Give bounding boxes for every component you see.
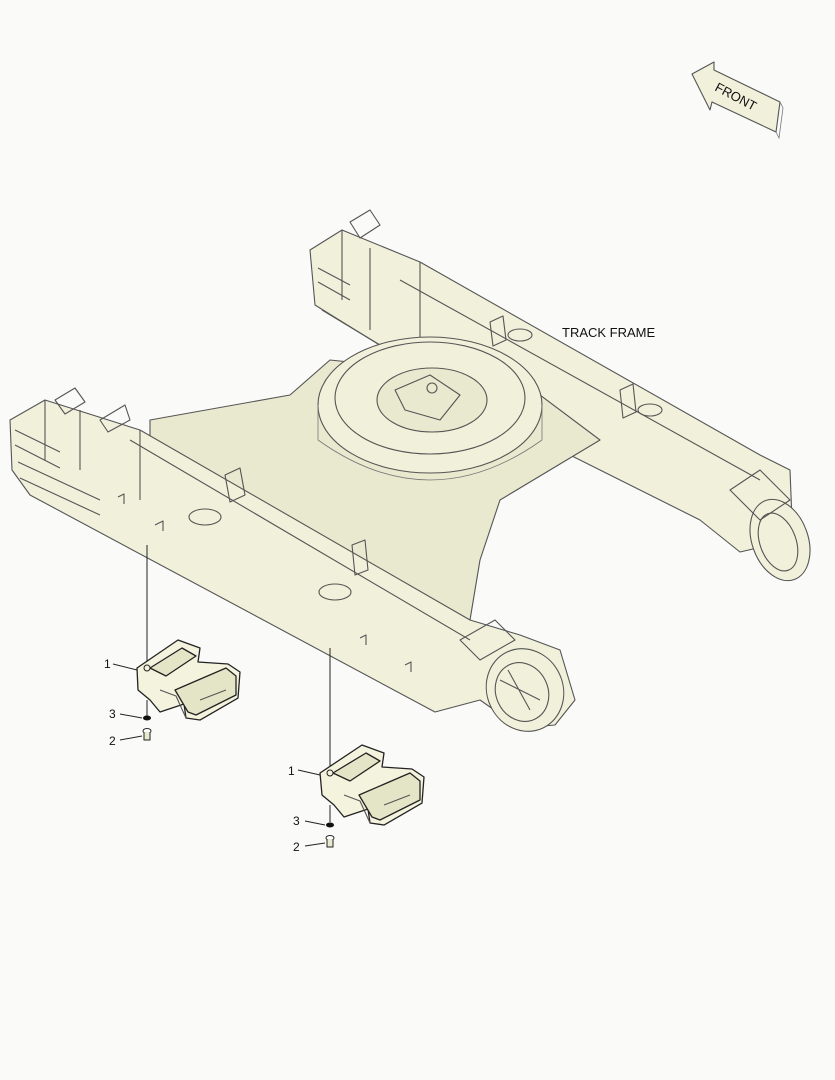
lower-bolt bbox=[325, 835, 335, 848]
track-frame-label: TRACK FRAME bbox=[562, 325, 656, 340]
callout-part-1-upper: 1 bbox=[104, 657, 111, 671]
front-arrow: FRONT bbox=[691, 61, 784, 140]
upper-washer bbox=[143, 715, 151, 721]
upper-track-guard bbox=[136, 639, 241, 721]
upper-bolt bbox=[142, 728, 152, 741]
upper-callouts: 1 3 2 bbox=[104, 657, 143, 748]
callout-bolt-2-lower: 2 bbox=[293, 840, 300, 854]
lower-track-guard bbox=[319, 744, 425, 826]
callout-washer-3-lower: 3 bbox=[293, 814, 300, 828]
lower-washer bbox=[326, 822, 334, 828]
callout-bolt-2-upper: 2 bbox=[109, 734, 116, 748]
track-frame bbox=[9, 209, 811, 732]
callout-part-1-lower: 1 bbox=[288, 764, 295, 778]
lower-callouts: 1 3 2 bbox=[288, 764, 326, 854]
callout-washer-3-upper: 3 bbox=[109, 707, 116, 721]
